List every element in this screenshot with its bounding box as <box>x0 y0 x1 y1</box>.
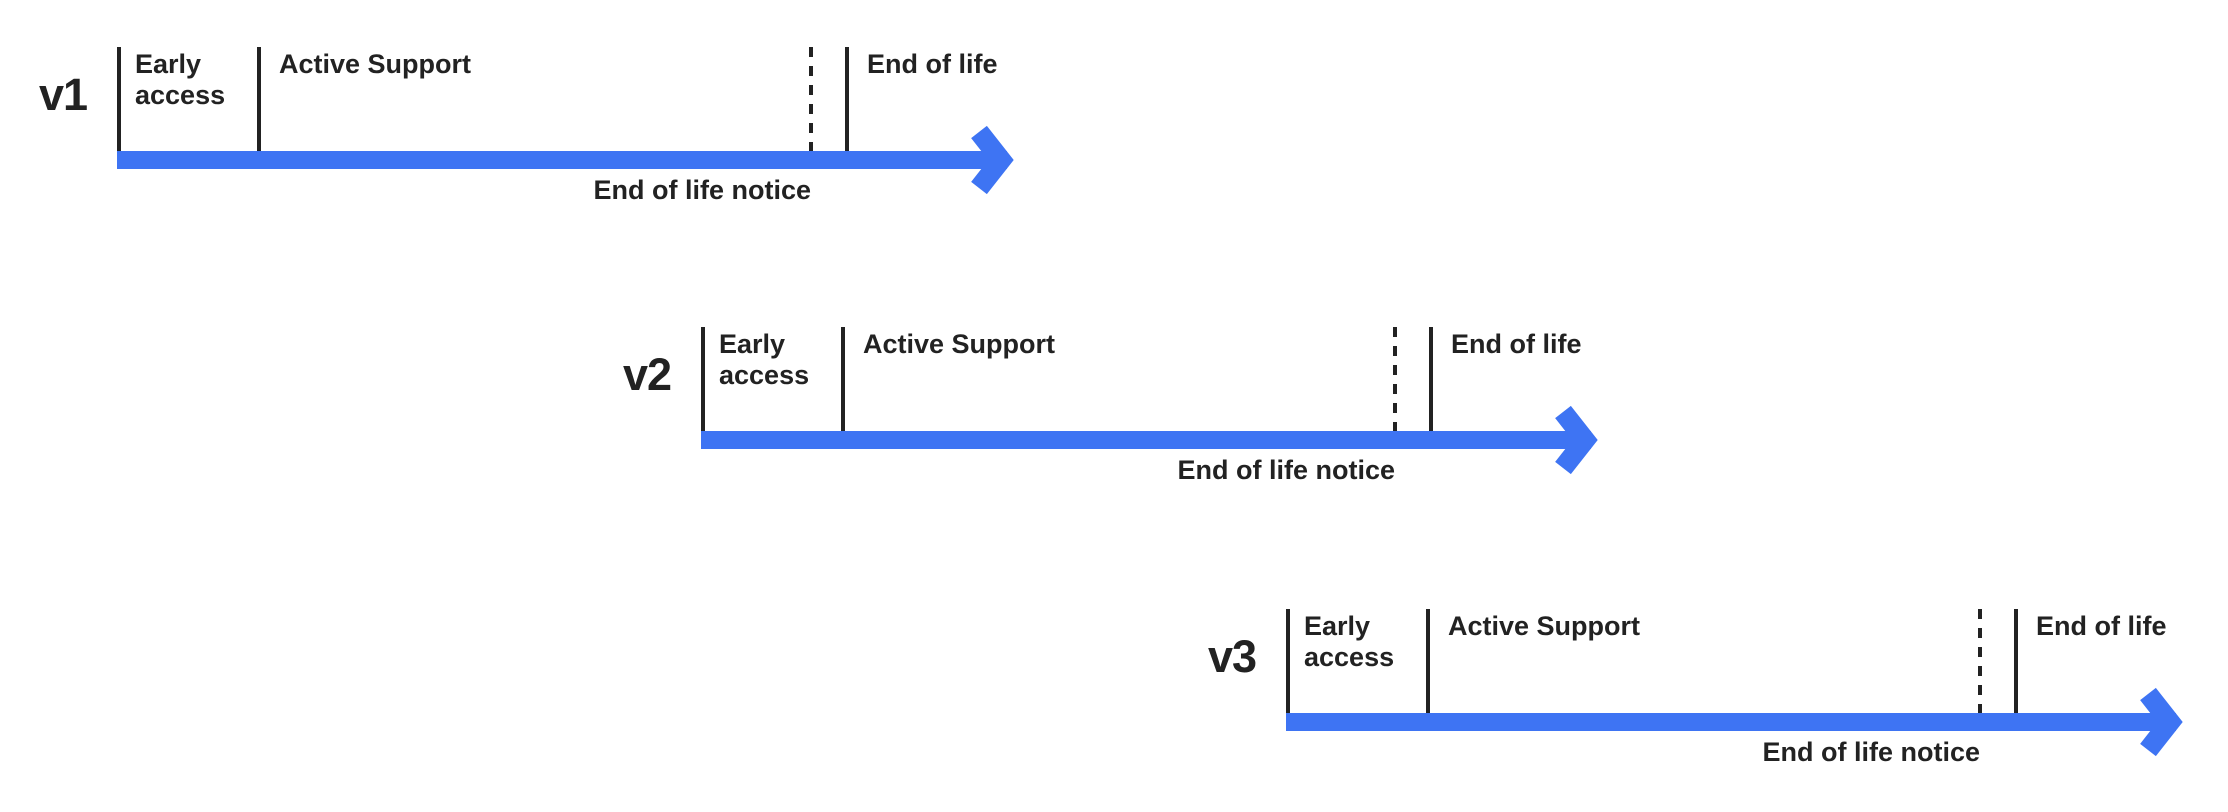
version-label: v2 <box>622 349 672 400</box>
end-of-life-tick <box>1429 327 1433 431</box>
timeline-bar <box>701 431 1591 449</box>
early-access-start-tick <box>701 327 705 431</box>
arrowhead-chevron-icon <box>1555 405 1598 475</box>
end-of-life-notice-tick <box>809 47 813 151</box>
arrowhead-chevron-icon <box>971 125 1014 195</box>
timeline-bar <box>1286 713 2176 731</box>
early-access-label: Early access <box>1304 611 1395 672</box>
timeline-bar <box>117 151 1007 169</box>
end-of-life-notice-tick <box>1393 327 1397 431</box>
early-access-start-tick <box>1286 609 1290 713</box>
arrowhead-chevron-icon <box>2140 687 2183 757</box>
active-support-label: Active Support <box>863 329 1056 359</box>
end-of-life-notice-tick <box>1978 609 1982 713</box>
timeline-arrow <box>701 405 1598 475</box>
early-access-start-tick <box>117 47 121 151</box>
early-access-label: Early access <box>719 329 810 390</box>
active-support-start-tick <box>257 47 261 151</box>
version-label: v3 <box>1207 631 1257 682</box>
end-of-life-notice-label: End of life notice <box>593 175 811 205</box>
end-of-life-label: End of life <box>867 49 998 79</box>
early-access-label: Early access <box>135 49 226 110</box>
active-support-start-tick <box>1426 609 1430 713</box>
active-support-label: Active Support <box>279 49 472 79</box>
active-support-label: Active Support <box>1448 611 1641 641</box>
end-of-life-label: End of life <box>2036 611 2167 641</box>
end-of-life-tick <box>845 47 849 151</box>
active-support-start-tick <box>841 327 845 431</box>
end-of-life-label: End of life <box>1451 329 1582 359</box>
end-of-life-notice-label: End of life notice <box>1177 455 1395 485</box>
version-label: v1 <box>38 69 88 120</box>
timeline-arrow <box>117 125 1014 195</box>
end-of-life-tick <box>2014 609 2018 713</box>
timeline-arrow <box>1286 687 2183 757</box>
end-of-life-notice-label: End of life notice <box>1762 737 1980 767</box>
